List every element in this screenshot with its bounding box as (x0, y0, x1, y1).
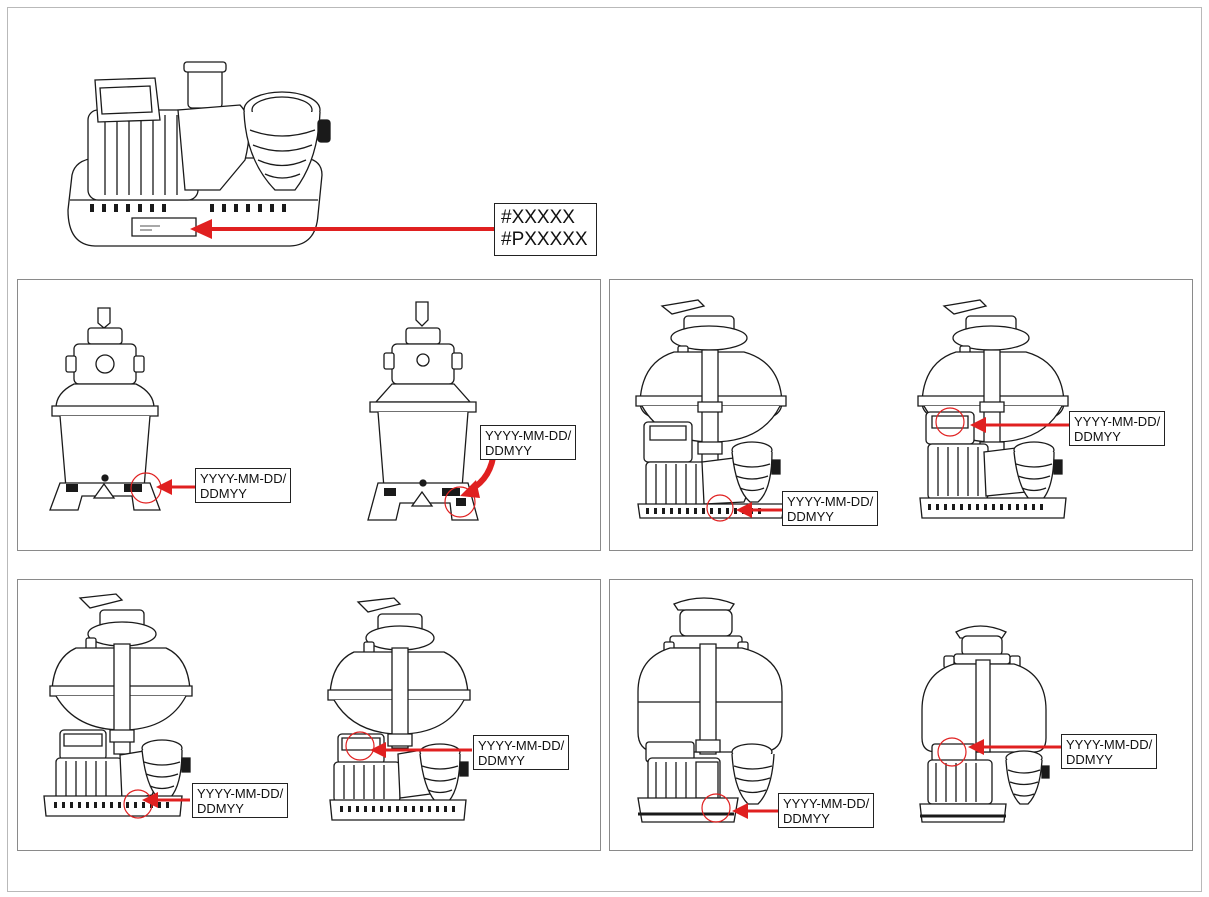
pump-illustration (60, 50, 350, 250)
panel-filter-tanks: YYYY-MM-DD/ DDMYY YYYY-MM-DD/ DDMYY (17, 279, 601, 551)
panel-combo-units-c: YYYY-MM-DD/ DDMYY YYYY-MM-DD/ D (609, 579, 1193, 851)
date-arrow-1a (156, 479, 196, 495)
combo-unit-left (632, 292, 802, 537)
date-code-label: YYYY-MM-DD/ DDMYY (480, 425, 577, 460)
date-code-label: YYYY-MM-DD/ DDMYY (192, 783, 289, 818)
combo-unit-right (914, 620, 1064, 840)
date-arrow-3a (142, 792, 190, 808)
panel-combo-units-b: YYYY-MM-DD/ DDMYY (17, 579, 601, 851)
filter-tank-left (46, 298, 176, 528)
date-arrow-4b (968, 739, 1062, 755)
combo-unit-right (914, 292, 1084, 537)
date-arrow-4a (732, 803, 780, 819)
page-frame (7, 7, 1202, 892)
date-code-label: YYYY-MM-DD/ DDMYY (782, 491, 879, 526)
panel-combo-units-a: YYYY-MM-DD/ DDMYY (609, 279, 1193, 551)
combo-unit-right (318, 594, 488, 839)
serial-number-text: #XXXXX (501, 207, 575, 228)
date-arrow-2a (736, 502, 784, 518)
date-arrow-2b (970, 417, 1070, 433)
date-arrow-3b (370, 742, 472, 758)
date-code-label: YYYY-MM-DD/ DDMYY (1069, 411, 1166, 446)
date-code-label: YYYY-MM-DD/ DDMYY (778, 793, 875, 828)
filter-tank-right (364, 298, 494, 528)
date-code-label: YYYY-MM-DD/ DDMYY (1061, 734, 1158, 769)
product-code-text: #PXXXXX (501, 229, 588, 250)
combo-unit-left (634, 592, 804, 837)
date-code-label: YYYY-MM-DD/ DDMYY (195, 468, 292, 503)
serial-number-label: #XXXXX #PXXXXX (494, 203, 597, 256)
date-code-label: YYYY-MM-DD/ DDMYY (473, 735, 570, 770)
serial-arrow (190, 219, 500, 239)
